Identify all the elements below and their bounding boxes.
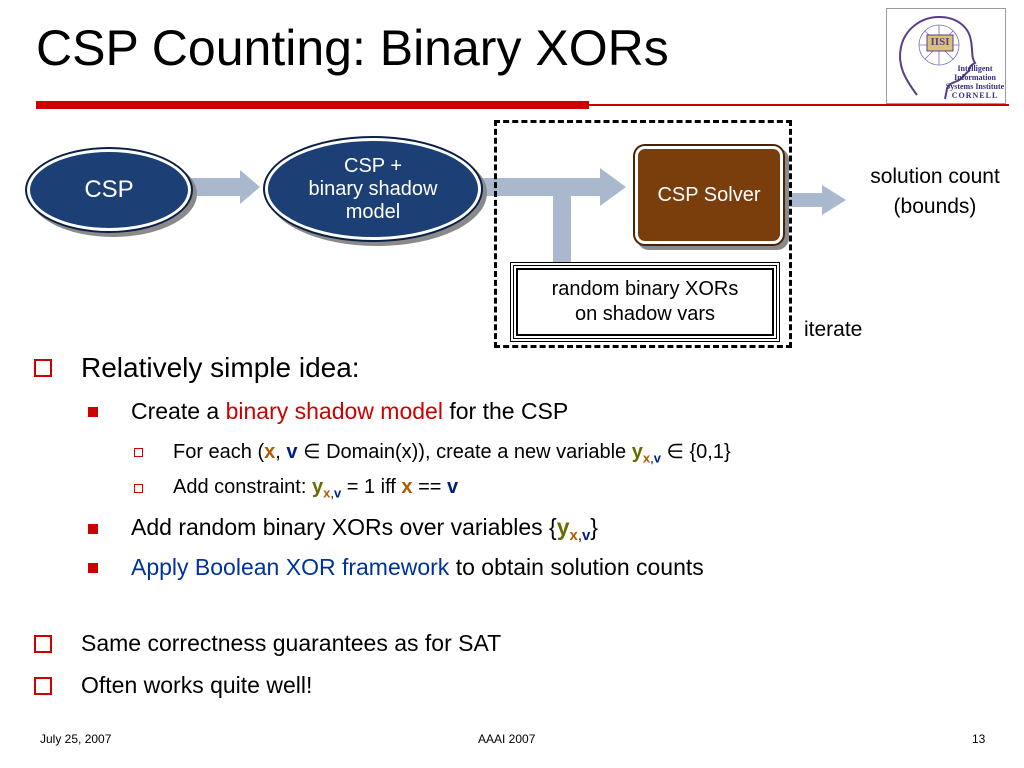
bullet-apply-framework: Apply Boolean XOR framework to obtain so…	[88, 554, 704, 581]
csp-solver-node: CSP Solver	[635, 146, 783, 244]
bullet-idea: Relatively simple idea:	[34, 352, 360, 384]
small-hollow-square-bullet-icon	[134, 483, 143, 493]
model-line-2: binary shadow	[308, 177, 438, 200]
small-hollow-square-bullet-icon	[134, 447, 143, 457]
arrow-xor-feedback	[553, 196, 571, 262]
iterate-label: iterate	[804, 318, 863, 341]
hollow-square-bullet-icon	[34, 676, 52, 695]
arrow-csp-to-model	[190, 170, 260, 204]
title-underline-thin	[589, 104, 1009, 106]
xor-line-2: on shadow vars	[574, 303, 716, 325]
shadow-model-node: CSP + binary shadow model	[265, 138, 481, 240]
bullet-works-well: Often works quite well!	[34, 672, 312, 699]
logo-letters: IISI	[930, 36, 950, 48]
hollow-square-bullet-icon	[34, 359, 52, 377]
logo-line-1: Intelligent Information	[954, 64, 996, 82]
arrow-model-to-solver	[478, 168, 626, 206]
arrow-solver-to-count	[786, 185, 846, 215]
iisi-logo: IISI	[886, 8, 1006, 104]
bullet-create-model: Create a binary shadow model for the CSP	[88, 398, 568, 425]
filled-square-bullet-icon	[88, 562, 98, 573]
iteration-loop-box	[494, 120, 792, 348]
logo-line-3: CORNELL	[951, 91, 999, 100]
head-profile-icon	[899, 15, 977, 100]
bullet-same-guarantees: Same correctness guarantees as for SAT	[34, 630, 501, 657]
footer-conference: AAAI 2007	[478, 732, 536, 746]
model-line-3: model	[345, 200, 401, 223]
xor-line-1: random binary XORs	[551, 278, 739, 300]
diagram-arrows	[190, 168, 846, 262]
filled-square-bullet-icon	[88, 406, 98, 417]
slide-title: CSP Counting: Binary XORs	[36, 20, 669, 76]
footer-page-number: 13	[972, 732, 986, 746]
solution-count-label: solution count (bounds)	[870, 165, 1000, 218]
csp-node: CSP	[27, 149, 191, 231]
bullet-add-constraint: Add constraint: yx,v = 1 iff x == v	[134, 476, 458, 501]
footer-date: July 25, 2007	[40, 732, 112, 746]
hollow-square-bullet-icon	[34, 634, 52, 653]
logo-caption: Intelligent Information Systems Institut…	[940, 64, 1010, 100]
random-xor-box: random binary XORs on shadow vars	[510, 262, 780, 342]
title-underline-thick	[36, 101, 589, 109]
model-line-1: CSP +	[344, 154, 402, 177]
bullet-add-xors: Add random binary XORs over variables {y…	[88, 514, 598, 544]
bullet-for-each: For each (x, v ∈ Domain(x)), create a ne…	[134, 439, 731, 466]
filled-square-bullet-icon	[88, 524, 98, 535]
logo-line-2: Systems Institute	[945, 82, 1005, 91]
